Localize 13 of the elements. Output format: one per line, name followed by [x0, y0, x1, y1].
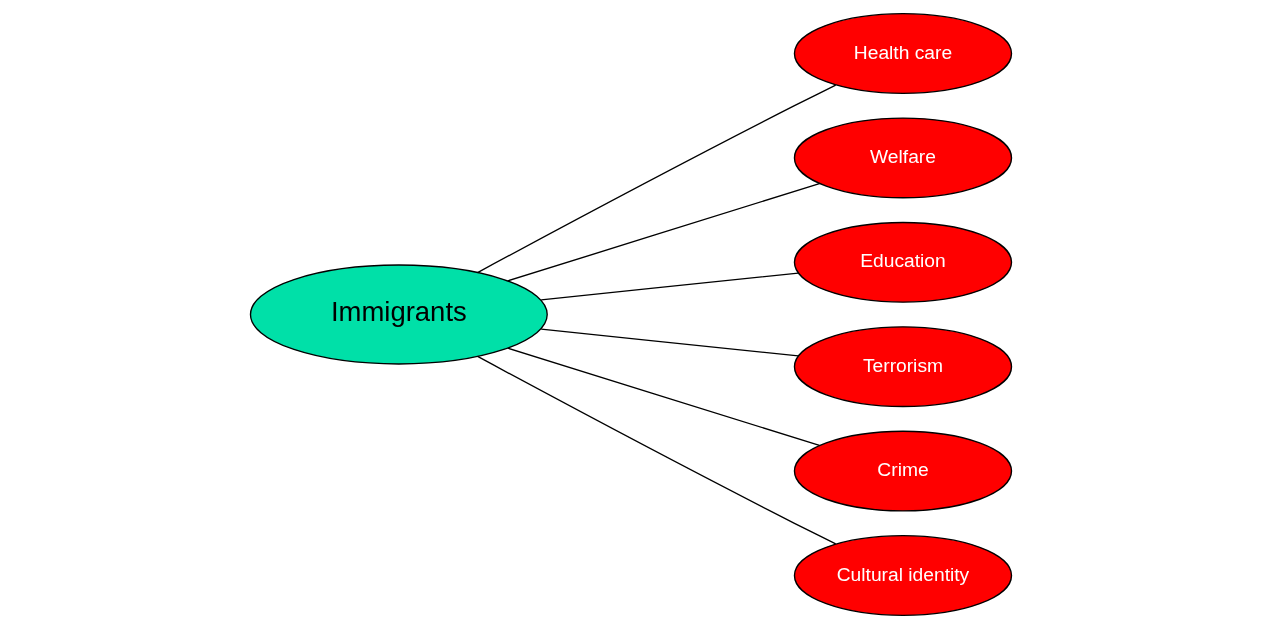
node-ellipse: Welfare — [793, 117, 1013, 199]
node-ellipse: Health care — [793, 13, 1013, 95]
node-ellipse: Cultural identity — [793, 534, 1013, 616]
node-ellipse: Crime — [793, 430, 1013, 512]
connector — [507, 182, 821, 282]
node-ellipse: Education — [793, 221, 1013, 303]
connector — [507, 347, 821, 447]
node-ellipse: Terrorism — [793, 326, 1013, 408]
connector — [540, 272, 799, 301]
connector — [476, 84, 837, 274]
connector — [476, 355, 837, 545]
node-ellipse: Immigrants — [249, 264, 548, 365]
connector — [540, 328, 799, 357]
